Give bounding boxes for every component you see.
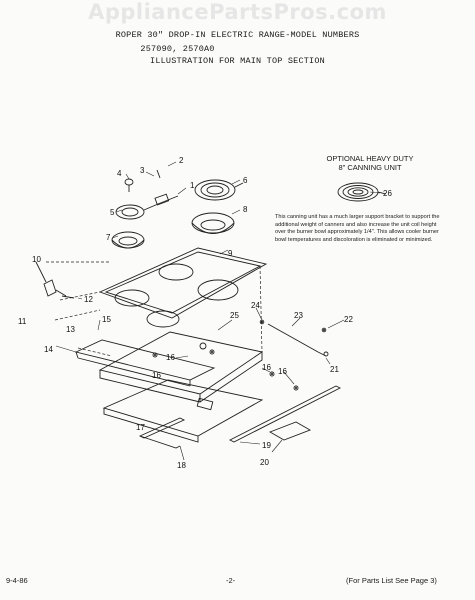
small-element-part	[115, 193, 179, 220]
callout-5: 5	[110, 208, 115, 217]
diagram-title: ROPER 30" DROP-IN ELECTRIC RANGE-MODEL N…	[115, 30, 360, 40]
side-rail-part	[229, 385, 341, 443]
control-knob-part	[124, 178, 134, 192]
callout-21: 21	[330, 365, 339, 374]
drip-bowl-part	[191, 212, 235, 234]
callout-14: 14	[44, 345, 53, 354]
surface-element-part	[194, 179, 244, 201]
small-drip-bowl-part	[111, 231, 145, 249]
canning-unit-note: This canning unit has a much larger supp…	[275, 214, 440, 243]
footer-page-number: -2-	[226, 576, 236, 585]
callout-4: 4	[117, 169, 122, 178]
callout-16-c: 16	[262, 363, 271, 372]
callout-16-d: 16	[278, 367, 287, 376]
callout-9: 9	[228, 249, 233, 258]
cover-plate-part	[268, 421, 312, 441]
callout-12: 12	[84, 295, 93, 304]
callout-16-b: 16	[166, 353, 175, 362]
support-rail-part	[138, 417, 186, 449]
optional-title-line2: 8" CANNING UNIT	[338, 163, 402, 172]
bottom-tray-part	[102, 379, 264, 443]
callout-22: 22	[344, 315, 353, 324]
canning-unit-part	[337, 182, 387, 202]
callout-8: 8	[243, 205, 248, 214]
callout-13: 13	[66, 325, 75, 334]
diagram-subtitle: ILLUSTRATION FOR MAIN TOP SECTION	[150, 56, 325, 66]
footer-date: 9-4-86	[6, 576, 28, 585]
main-top-panel	[98, 247, 268, 328]
callout-11: 11	[18, 317, 27, 326]
callout-6: 6	[243, 176, 248, 185]
callout-3: 3	[140, 166, 145, 175]
optional-title-line1: OPTIONAL HEAVY DUTY	[326, 154, 414, 163]
callout-18: 18	[177, 461, 186, 470]
watermark: AppliancePartsPros.com	[88, 0, 387, 24]
callout-24: 24	[251, 301, 260, 310]
rod-part	[267, 323, 329, 357]
callout-26: 26	[383, 189, 392, 198]
callout-16-a: 16	[152, 371, 161, 380]
callout-19: 19	[262, 441, 271, 450]
callout-20: 20	[260, 458, 269, 467]
callout-23: 23	[294, 311, 303, 320]
footer-parts-list-reference: (For Parts List See Page 3)	[346, 576, 437, 585]
callout-25: 25	[230, 311, 239, 320]
hinge-bracket-part	[35, 261, 67, 297]
front-trim-panel	[74, 339, 216, 387]
callout-10: 10	[32, 255, 41, 264]
model-numbers: 257090, 2570A0	[140, 44, 215, 54]
callout-7: 7	[106, 233, 111, 242]
burner-box-part	[98, 331, 264, 403]
callout-1: 1	[190, 181, 195, 190]
callout-2: 2	[179, 156, 184, 165]
callout-17: 17	[136, 423, 145, 432]
callout-15: 15	[102, 315, 111, 324]
